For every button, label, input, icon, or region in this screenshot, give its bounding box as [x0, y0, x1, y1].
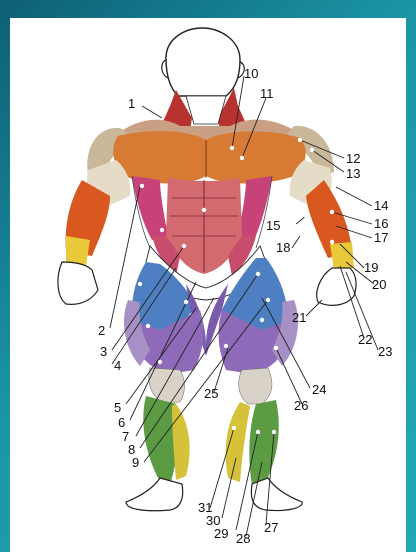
label-6: 6	[118, 415, 125, 430]
label-24: 24	[312, 382, 326, 397]
head	[162, 28, 245, 96]
label-14: 14	[374, 198, 388, 213]
left-hand	[58, 262, 98, 304]
label-26: 26	[294, 398, 308, 413]
right-hand	[317, 268, 356, 305]
label-4: 4	[114, 358, 121, 373]
label-3: 3	[100, 344, 107, 359]
label-21: 21	[292, 310, 306, 325]
label-20: 20	[372, 277, 386, 292]
label-30: 30	[206, 513, 220, 528]
label-28: 28	[236, 531, 250, 546]
label-25: 25	[204, 386, 218, 401]
label-10: 10	[244, 66, 258, 81]
right-knee	[239, 368, 272, 404]
label-19: 19	[364, 260, 378, 275]
label-18: 18	[276, 240, 290, 255]
label-9: 9	[132, 455, 139, 470]
label-31: 31	[198, 500, 212, 515]
label-16: 16	[374, 216, 388, 231]
label-27: 27	[264, 520, 278, 535]
label-5: 5	[114, 400, 121, 415]
label-23: 23	[378, 344, 392, 359]
label-1: 1	[128, 96, 135, 111]
label-29: 29	[214, 526, 228, 541]
pectorals	[113, 131, 305, 183]
label-12: 12	[346, 151, 360, 166]
right-foot	[251, 478, 302, 511]
label-15: 15	[266, 218, 280, 233]
label-2: 2	[98, 323, 105, 338]
label-11: 11	[260, 86, 274, 101]
right-calf	[226, 402, 250, 482]
label-13: 13	[346, 166, 360, 181]
left-wrist	[66, 236, 90, 266]
left-calf	[172, 404, 190, 480]
label-17: 17	[374, 230, 388, 245]
left-foot	[126, 478, 183, 511]
right-shin	[249, 400, 278, 486]
label-22: 22	[358, 332, 372, 347]
